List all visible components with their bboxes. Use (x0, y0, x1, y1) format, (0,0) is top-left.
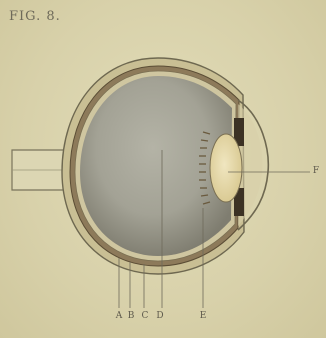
label-E: E (200, 311, 207, 321)
crystalline-lens (210, 134, 242, 202)
label-F: F (313, 166, 319, 176)
label-A: A (116, 311, 123, 321)
label-B: B (128, 311, 135, 321)
label-C: C (142, 311, 149, 321)
label-D: D (156, 311, 163, 321)
